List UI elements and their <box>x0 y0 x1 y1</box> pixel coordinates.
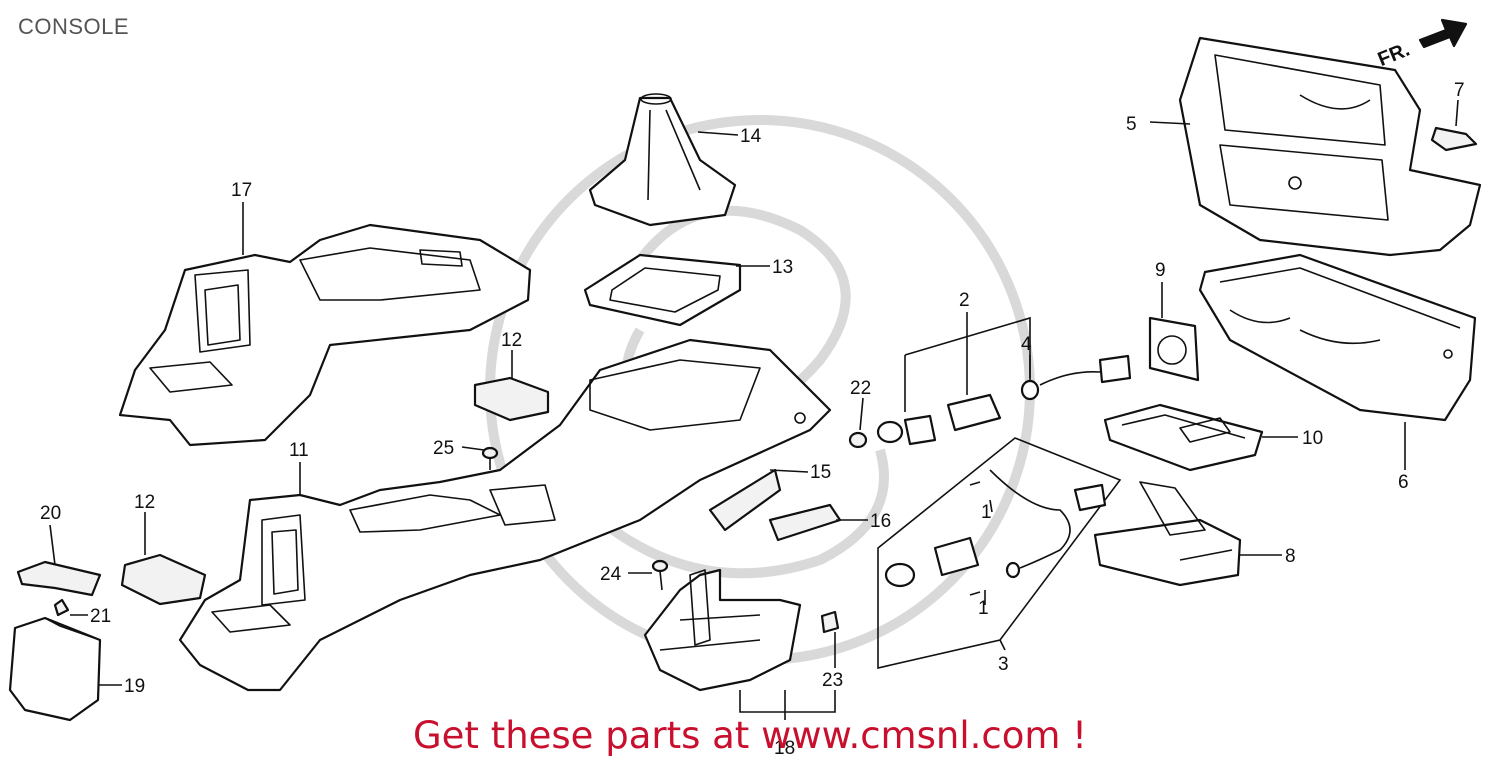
callout-20: 20 <box>40 503 61 524</box>
callout-9: 9 <box>1155 260 1166 281</box>
part-8-ashtray <box>1093 481 1242 587</box>
callout-13: 13 <box>772 257 793 278</box>
callout-24: 24 <box>600 564 622 585</box>
part-24-bolt <box>651 559 669 591</box>
callout-4: 4 <box>1021 334 1032 355</box>
part-19-pocket <box>8 616 102 722</box>
front-arrow-icon <box>1418 18 1468 49</box>
callout-19: 19 <box>124 676 145 697</box>
part-18-bracket <box>643 568 802 692</box>
front-direction-indicator: FR. <box>1375 18 1468 71</box>
callout-14: 14 <box>740 126 762 147</box>
callout-6: 6 <box>1398 472 1409 493</box>
direction-label: FR. <box>1375 39 1413 71</box>
part-7-clip <box>1430 126 1478 152</box>
callout-1-lower: 1 <box>978 598 989 619</box>
part-3-harness-assembly <box>877 437 1122 670</box>
part-12-lid-lower <box>120 553 207 606</box>
callout-12-lower: 12 <box>134 492 155 513</box>
callout-1-upper: 1 <box>981 502 992 523</box>
callout-16: 16 <box>870 511 891 532</box>
callout-25: 25 <box>433 438 454 459</box>
callout-10: 10 <box>1302 428 1323 449</box>
part-17-rear-console <box>118 223 532 447</box>
part-22-plug <box>848 431 868 449</box>
callout-22: 22 <box>850 378 871 399</box>
callout-8: 8 <box>1285 546 1296 567</box>
diagram-title: CONSOLE <box>18 14 130 39</box>
part-25-screw <box>481 446 499 470</box>
callout-2: 2 <box>959 290 970 311</box>
part-15-trim <box>708 468 782 532</box>
part-13-boot-plate <box>583 253 742 327</box>
part-9-plate <box>1148 316 1200 382</box>
part-20-cover <box>16 560 102 597</box>
callout-7: 7 <box>1454 80 1465 101</box>
part-5-front-panel <box>1178 36 1482 257</box>
part-2-lighter <box>876 393 1002 446</box>
part-10-tray <box>1103 403 1264 472</box>
callout-3: 3 <box>998 654 1009 675</box>
part-14-shift-boot <box>588 93 737 227</box>
callout-18: 18 <box>774 738 795 759</box>
callout-23: 23 <box>822 670 843 691</box>
part-11-center-console <box>178 338 832 692</box>
part-6-lower-console <box>1198 253 1477 422</box>
callout-15: 15 <box>810 462 831 483</box>
part-16-trim <box>768 503 842 542</box>
callout-17: 17 <box>231 180 252 201</box>
callout-11: 11 <box>289 440 309 461</box>
callout-21: 21 <box>90 606 111 627</box>
callout-12-upper: 12 <box>501 330 522 351</box>
part-23-clip <box>820 610 840 634</box>
part-4-lighter-socket <box>1020 354 1132 401</box>
callout-5: 5 <box>1126 114 1137 135</box>
callout-labels: 1 1 2 3 4 5 6 7 8 9 10 11 12 12 13 14 15… <box>40 80 1465 759</box>
part-12-lid-upper <box>473 376 550 422</box>
promo-link-text[interactable]: Get these parts at www.cmsnl.com ! <box>412 714 1087 757</box>
part-21-clip <box>53 598 70 617</box>
leader-lines <box>49 99 1459 720</box>
